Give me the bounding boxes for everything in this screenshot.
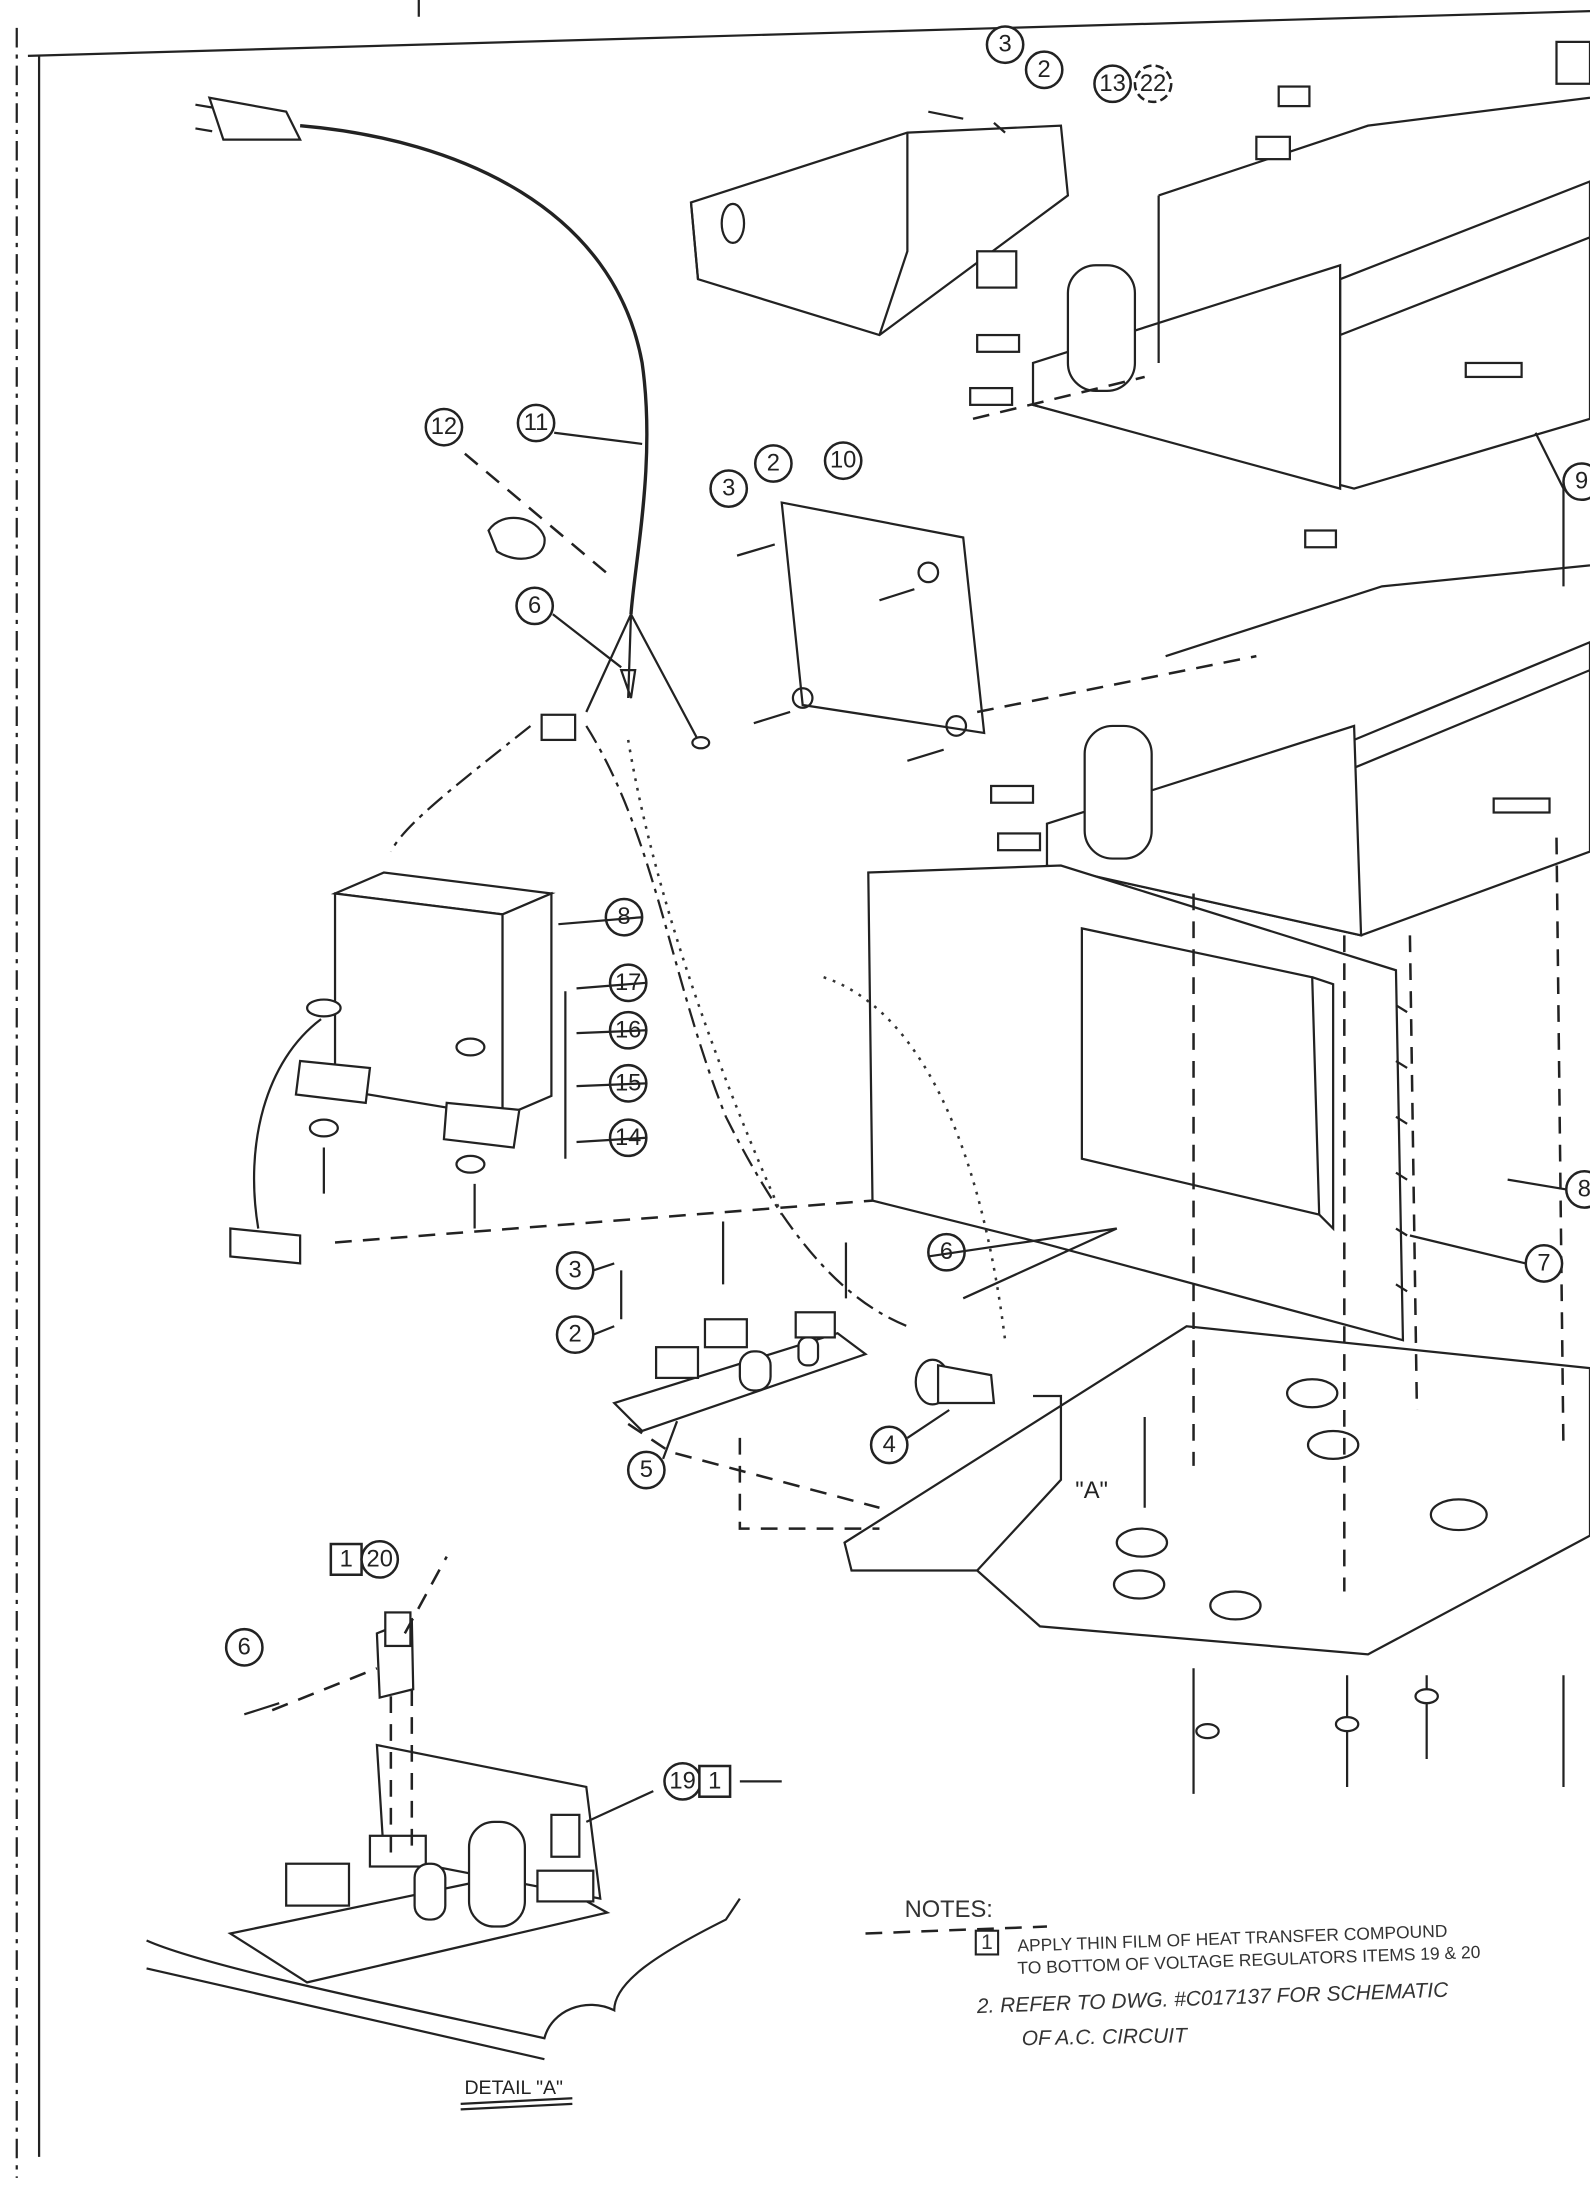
- note-1-box: [974, 1929, 1000, 1956]
- callout-9: 9: [1562, 462, 1590, 502]
- svg-text:1: 1: [981, 1931, 993, 1954]
- callout-box-1-reg: 1: [698, 1764, 732, 1798]
- callout-20: 20: [360, 1539, 400, 1579]
- svg-text:1: 1: [708, 1768, 721, 1794]
- top-bracket: [689, 110, 1070, 337]
- svg-text:5: 5: [640, 1457, 653, 1483]
- callout-2-top: 2: [1024, 50, 1064, 90]
- leader-lines: [552, 431, 1567, 1460]
- upper-disk-drive: [969, 40, 1590, 491]
- callouts: 3 2 13 22 12 11 6 3 2 10 9 8 17 16 15 14…: [224, 25, 1590, 1801]
- chassis-base: [843, 1325, 1590, 1794]
- svg-text:19: 19: [669, 1768, 695, 1794]
- bracket-board: [736, 501, 986, 762]
- svg-text:6: 6: [940, 1239, 953, 1265]
- callout-10: 10: [823, 441, 863, 481]
- callout-13: 13: [1093, 64, 1132, 104]
- callout-6-cord: 6: [515, 586, 555, 626]
- svg-text:DETAIL "A": DETAIL "A": [464, 2077, 563, 2099]
- svg-text:3: 3: [998, 32, 1011, 58]
- note-2-line-1: 2. REFER TO DWG. #C017137 FOR SCHEMATIC: [976, 1979, 1450, 2019]
- grommet: [464, 452, 616, 581]
- svg-text:22: 22: [1140, 71, 1166, 97]
- callout-19: 19: [663, 1761, 703, 1801]
- callout-2-reg: 2: [555, 1315, 595, 1355]
- notes-block: NOTES: 1 APPLY THIN FILM OF HEAT TRANSFE…: [865, 1897, 1481, 2050]
- transformer: [229, 871, 873, 1265]
- svg-text:9: 9: [1575, 469, 1588, 495]
- callout-5: 5: [626, 1450, 666, 1490]
- callout-11: 11: [516, 403, 556, 443]
- svg-text:6: 6: [528, 593, 541, 619]
- detail-a-view: [146, 1555, 782, 2061]
- svg-text:20: 20: [367, 1546, 393, 1572]
- regulator-board: [612, 1221, 868, 1433]
- callout-4: 4: [869, 1425, 909, 1465]
- callout-2-board: 2: [753, 444, 793, 483]
- svg-text:3: 3: [722, 476, 735, 502]
- callout-6-pcb: 6: [927, 1232, 966, 1272]
- callout-8-harness: 8: [1565, 1170, 1590, 1209]
- callout-3-reg: 3: [555, 1250, 595, 1290]
- lower-disk-drive: [990, 529, 1590, 937]
- callout-3-top: 3: [985, 25, 1025, 65]
- svg-text:12: 12: [431, 414, 457, 440]
- callout-box-1-detail: 1: [329, 1542, 363, 1576]
- svg-text:2: 2: [569, 1322, 582, 1348]
- callout-7: 7: [1524, 1244, 1564, 1283]
- svg-text:2: 2: [767, 450, 780, 476]
- drawing-border: [15, 0, 1590, 2178]
- svg-text:8: 8: [617, 904, 630, 930]
- svg-text:13: 13: [1099, 71, 1125, 97]
- svg-text:4: 4: [883, 1432, 896, 1458]
- notes-heading: NOTES:: [905, 1897, 993, 1923]
- svg-text:3: 3: [569, 1257, 582, 1283]
- callout-12: 12: [424, 407, 464, 447]
- note-2-line-2: OF A.C. CIRCUIT: [1022, 2024, 1190, 2050]
- callout-6-detail: 6: [224, 1627, 264, 1667]
- view-marker-a: "A": [1075, 1478, 1108, 1504]
- svg-text:1: 1: [340, 1546, 353, 1572]
- svg-text:6: 6: [238, 1634, 251, 1660]
- svg-text:11: 11: [524, 410, 549, 436]
- svg-text:2: 2: [1038, 57, 1051, 83]
- svg-text:10: 10: [830, 448, 856, 474]
- power-cord: [195, 96, 711, 750]
- main-pcb: [867, 864, 1408, 1342]
- assembly-lines: [389, 375, 1565, 1592]
- svg-text:8: 8: [1578, 1176, 1590, 1202]
- detail-a-label: DETAIL "A": [460, 2077, 573, 2111]
- callout-3-board: 3: [709, 469, 749, 509]
- callout-22: 22: [1133, 64, 1173, 104]
- svg-text:7: 7: [1537, 1250, 1550, 1276]
